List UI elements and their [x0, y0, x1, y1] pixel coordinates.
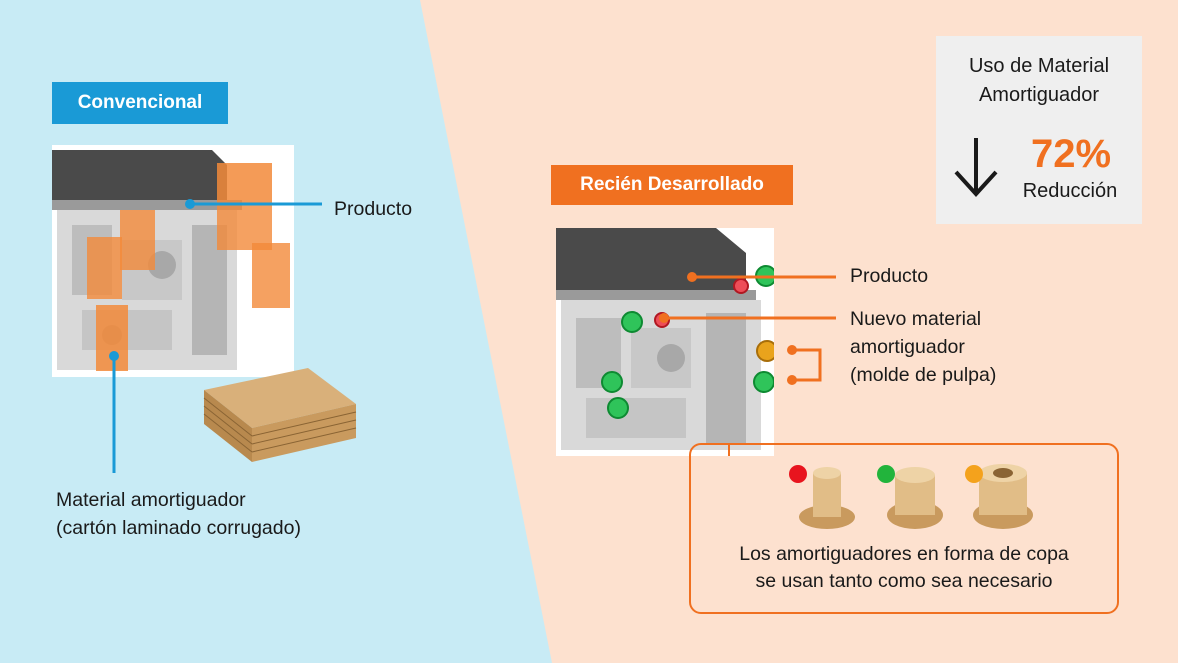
red-dot-icon — [789, 465, 807, 483]
reduction-title: Uso de Material Amortiguador — [936, 52, 1142, 110]
down-arrow-icon — [954, 138, 998, 197]
new-dev-cushion-label-line2: amortiguador — [850, 336, 965, 358]
conventional-product-illustration — [52, 145, 294, 377]
cup-cushions-box: Los amortiguadores en forma de copa se u… — [689, 443, 1119, 614]
orange-dot-icon — [965, 465, 983, 483]
reduction-caption: Reducción — [1022, 180, 1118, 202]
green-dot-icon — [877, 465, 895, 483]
new-dev-product-label: Producto — [850, 265, 929, 287]
cup-caption-line2: se usan tanto como sea necesario — [755, 570, 1053, 592]
new-dev-badge: Recién Desarrollado — [551, 165, 793, 205]
new-dev-product-illustration — [556, 228, 774, 456]
conventional-badge: Convencional — [52, 82, 228, 124]
conventional-cushion-label-line1: Material amortiguador — [56, 489, 246, 511]
new-dev-cushion-label-line1: Nuevo material — [850, 308, 982, 330]
reduction-title-line2: Amortiguador — [978, 84, 1100, 106]
cup-cushions-illustration — [799, 464, 1033, 529]
new-dev-cushion-label-line3: (molde de pulpa) — [850, 364, 997, 386]
conventional-product-label: Producto — [334, 198, 413, 220]
cup-caption-line1: Los amortiguadores en forma de copa — [739, 543, 1069, 565]
reduction-value: 72% — [1030, 132, 1112, 176]
reduction-title-line1: Uso de Material — [968, 55, 1110, 77]
corrugated-cardboard-stack-icon — [203, 368, 357, 462]
conventional-cushion-label-line2: (cartón laminado corrugado) — [56, 517, 301, 539]
reduction-stat-box: Uso de Material Amortiguador 72% Reducci… — [936, 36, 1142, 224]
cup-caption: Los amortiguadores en forma de copa se u… — [691, 541, 1117, 595]
